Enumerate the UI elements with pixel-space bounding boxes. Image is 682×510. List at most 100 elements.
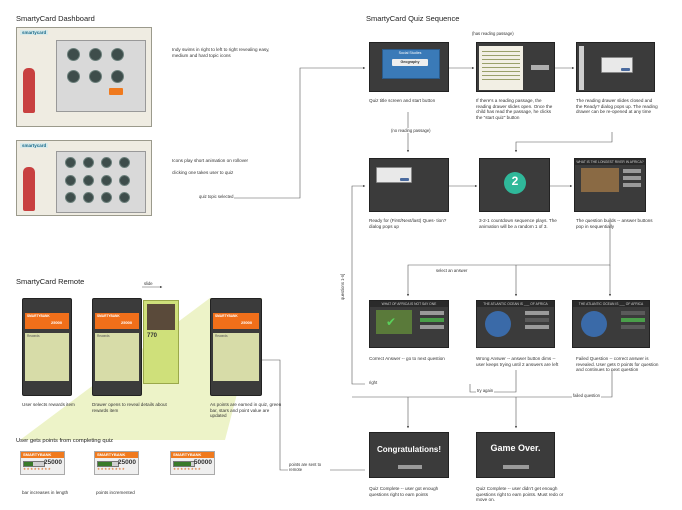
topic-icon[interactable] [83, 192, 94, 203]
dashboard-title: SmartyCard Dashboard [16, 14, 95, 23]
points-value: 25000 [241, 320, 253, 325]
rewards-label: Rewards [27, 334, 40, 338]
label-failed-question: failed question [572, 393, 602, 398]
text-line [482, 59, 520, 60]
star-rating: ★★★★★★★★ [173, 467, 202, 471]
logo: smartycard [20, 143, 49, 148]
points-value: 25000 [43, 459, 62, 466]
remote-phone-3: SMARTYBANK 25000 Rewards [210, 298, 262, 396]
answer-button[interactable] [420, 325, 444, 329]
answer-button[interactable] [623, 183, 641, 187]
text-line [482, 71, 520, 72]
label-questions: questions 1-n] [340, 273, 345, 300]
screen-ready [369, 158, 449, 212]
text-line [482, 75, 520, 76]
topic-icon[interactable] [111, 48, 124, 61]
start-button[interactable]: Geography [392, 59, 428, 66]
answer-button[interactable] [420, 318, 444, 322]
points-meter-fill [174, 462, 191, 466]
topic-icon[interactable] [119, 175, 130, 186]
topic-icon[interactable] [65, 192, 76, 203]
caption-complete-lose: Quiz Complete -- user didn’t get enough … [476, 486, 564, 503]
failed-header: THE ATLANTIC OCEAN IS ___ OF AFRICA [573, 301, 649, 307]
continue-button[interactable] [398, 465, 422, 469]
question-header: WHAT IS THE LONGEST RIVER IN AFRICA? [575, 159, 645, 165]
topic-icon[interactable] [119, 157, 130, 168]
answer-button[interactable] [621, 311, 645, 315]
answer-button[interactable] [623, 176, 641, 180]
topic-icon[interactable] [101, 175, 112, 186]
answer-button[interactable] [420, 311, 444, 315]
label-slide: slide [144, 281, 153, 286]
topic-icon[interactable] [119, 192, 130, 203]
topic-icon[interactable] [89, 48, 102, 61]
star-rating: ★★★★★★★★ [23, 467, 52, 471]
caption-icons: Icons play short animation on rollover [172, 158, 249, 163]
topic-icon[interactable] [101, 192, 112, 203]
label-points-sent: points are sent to remote [288, 462, 330, 472]
topic-icon[interactable] [89, 70, 102, 83]
ready-button[interactable] [621, 67, 630, 71]
answer-button[interactable] [623, 169, 641, 173]
redo-button[interactable] [503, 465, 529, 469]
caption-indy: Indy swims in right to left to right rev… [172, 47, 270, 58]
ready-button[interactable] [400, 177, 409, 181]
answer-button[interactable] [525, 311, 549, 315]
caption-builds: The question builds -- answer buttons po… [576, 218, 653, 229]
quiz-title: SmartyCard Quiz Sequence [366, 14, 460, 23]
points-meter [97, 461, 119, 467]
label-try-again: try again [476, 388, 495, 393]
remote-phone-2: SMARTYBANK 25000 Rewards [92, 298, 142, 396]
label-has-reading: (has reading passage) [472, 31, 514, 36]
topic-icon[interactable] [83, 175, 94, 186]
label-right: right [368, 380, 379, 385]
text-line [482, 63, 520, 64]
gameover-title: Game Over. [490, 443, 541, 453]
caption-ready: Ready for (First/Next/last) Ques- tion? … [369, 218, 447, 229]
smartybank-bar [95, 313, 139, 329]
hard-badge [109, 88, 123, 95]
caption-select-reward: User selects rewards item [22, 402, 75, 407]
text-line [482, 55, 520, 56]
countdown-number: 2 [511, 174, 519, 188]
screen-failed-question: THE ATLANTIC OCEAN IS ___ OF AFRICA [572, 300, 650, 348]
smartybank-label: SMARTYBANK [95, 452, 138, 458]
text-line [482, 79, 520, 80]
caption-reading-open: If there’s a reading passage, the readin… [476, 98, 553, 120]
screen-reading-closed [576, 42, 655, 92]
points-value: 50000 [193, 459, 212, 466]
topic-icon[interactable] [65, 175, 76, 186]
answer-button[interactable] [621, 318, 645, 322]
countdown-circle [504, 172, 526, 194]
label-quiz-topic-selected: quiz topic selected [198, 194, 235, 199]
topic-header: Social Studies [398, 51, 422, 55]
screen-reading-open [476, 42, 555, 92]
points-value: 25000 [51, 320, 63, 325]
reading-passage [479, 46, 523, 90]
caption-bar: bar increases in length [22, 490, 69, 495]
label-select-answer: select an answer [435, 268, 469, 273]
topic-icon[interactable] [83, 157, 94, 168]
screen-congratulations: Congratulations! [369, 432, 449, 478]
rewards-label: Rewards [97, 334, 110, 338]
topic-icon[interactable] [67, 48, 80, 61]
caption-reading-closed: The reading drawer slides closed and the… [576, 98, 658, 115]
text-line [482, 51, 520, 52]
points-meter-fill [98, 462, 112, 466]
bank-label: SMARTYBANK [27, 314, 50, 318]
reward-drawer: 770 [143, 300, 179, 384]
screen-wrong-answer: THE ATLANTIC OCEAN IS ___ OF AFRICA [476, 300, 555, 348]
answer-button[interactable] [525, 318, 549, 322]
start-quiz-button[interactable] [531, 65, 549, 70]
topic-icon[interactable] [65, 157, 76, 168]
reward-image [147, 304, 175, 330]
caption-earned: As points are earned in quiz, green bar,… [210, 402, 282, 419]
bank-label: SMARTYBANK [215, 314, 238, 318]
caption-drawer: Drawer opens to reveal details about rew… [92, 402, 167, 413]
globe-image [581, 311, 607, 337]
answer-button[interactable] [621, 325, 645, 329]
answer-button[interactable] [525, 325, 549, 329]
topic-icon[interactable] [67, 70, 80, 83]
topic-icon[interactable] [101, 157, 112, 168]
topic-icon[interactable] [111, 70, 124, 83]
